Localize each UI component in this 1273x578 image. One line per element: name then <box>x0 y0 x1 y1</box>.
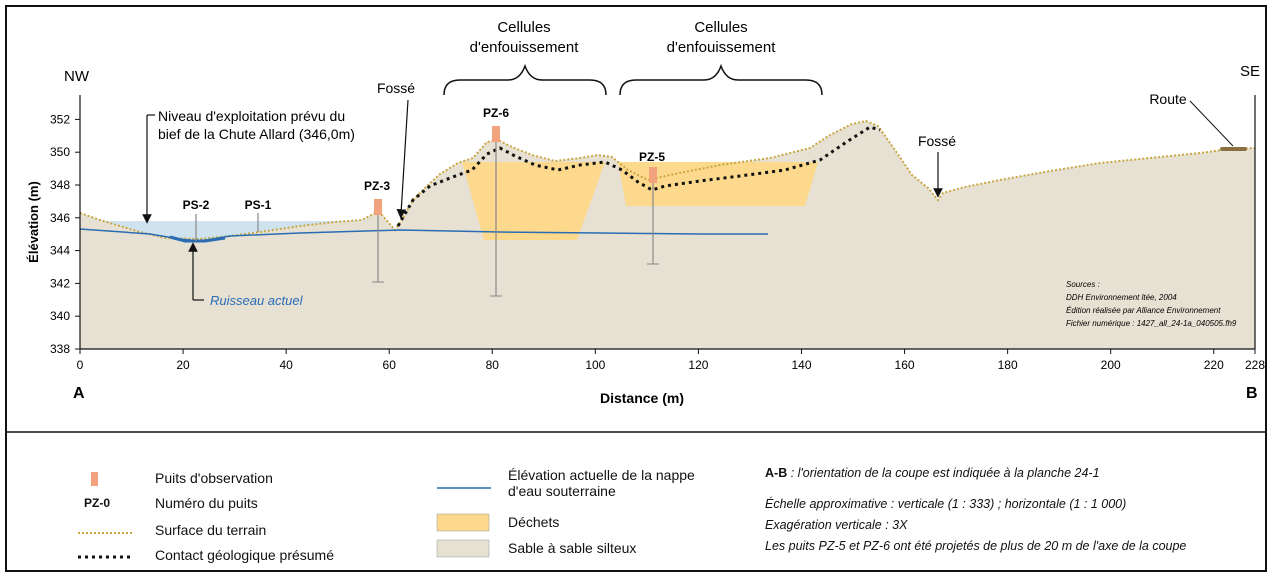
niveau-line1: Niveau d'exploitation prévu du <box>158 108 345 124</box>
legend-surface-label: Surface du terrain <box>155 522 267 538</box>
x-axis-title: Distance (m) <box>600 390 684 406</box>
fosse-label-1: Fossé <box>377 80 415 96</box>
x-tick-label: 120 <box>688 358 708 372</box>
well-casing-pz5 <box>649 167 657 183</box>
legend-puits-label: Puits d'observation <box>155 470 273 486</box>
well-label-pz3: PZ-3 <box>364 179 390 193</box>
well-casing-pz6 <box>492 126 500 142</box>
well-label-ps2: PS-2 <box>183 198 210 212</box>
sources-line1: Sources : <box>1066 280 1100 289</box>
well-label-pz5: PZ-5 <box>639 150 665 164</box>
note-ab-text: : l'orientation de la coupe est indiquée… <box>787 466 1100 480</box>
y-tick-label: 344 <box>50 244 70 258</box>
x-tick-label: 60 <box>383 358 397 372</box>
y-tick-label: 340 <box>50 309 70 323</box>
note-orientation: A-B : l'orientation de la coupe est indi… <box>765 466 1100 480</box>
note-exageration: Exagération verticale : 3X <box>765 518 908 532</box>
sources-line4: Fichier numérique : 1427_all_24-1a_04050… <box>1066 319 1237 328</box>
stream-line <box>169 235 226 243</box>
x-tick-label: 40 <box>279 358 293 372</box>
ruisseau-label: Ruisseau actuel <box>210 293 304 308</box>
x-tick-label: 228 <box>1245 358 1265 372</box>
brace-cell-1 <box>443 63 607 96</box>
direction-se: SE <box>1240 63 1260 80</box>
y-tick-label: 348 <box>50 178 70 192</box>
brace-cell-2 <box>619 63 823 96</box>
niveau-line2: bief de la Chute Allard (346,0m) <box>158 126 355 142</box>
x-tick-label: 80 <box>486 358 500 372</box>
legend-waste-swatch <box>436 513 490 532</box>
x-tick-label: 220 <box>1204 358 1224 372</box>
sources-line3: Édition réalisée par Alliance Environnem… <box>1066 306 1221 315</box>
legend-contact-label: Contact géologique présumé <box>155 547 335 563</box>
y-tick-label: 350 <box>50 145 70 159</box>
x-tick-label: 140 <box>791 358 811 372</box>
well-label-pz6: PZ-6 <box>483 106 509 120</box>
y-axis-title: Élévation (m) <box>26 181 41 263</box>
y-ticks: 338 340 342 344 346 348 350 352 <box>50 112 80 356</box>
y-tick-label: 338 <box>50 342 70 356</box>
note-puits: Les puits PZ-5 et PZ-6 ont été projetés … <box>765 539 1187 553</box>
well-label-ps1: PS-1 <box>245 198 272 212</box>
legend-dechets-label: Déchets <box>508 514 560 530</box>
x-tick-label: 180 <box>998 358 1018 372</box>
note-echelle: Échelle approximative : verticale (1 : 3… <box>765 497 1127 511</box>
cellules-2-line2: d'enfouissement <box>667 39 777 56</box>
sand-body <box>80 121 1255 349</box>
cellules-2-line1: Cellules <box>694 19 747 36</box>
route-label: Route <box>1149 91 1187 107</box>
x-tick-label: 100 <box>585 358 605 372</box>
legend-sand-swatch <box>436 539 490 558</box>
end-label-a: A <box>73 385 85 402</box>
fosse-label-2: Fossé <box>918 133 956 149</box>
sources-line2: DDH Environnement ltée, 2004 <box>1066 293 1177 302</box>
legend-numero-label: Numéro du puits <box>155 495 258 511</box>
legend-nappe-line1: Élévation actuelle de la nappe <box>508 467 695 483</box>
y-tick-label: 352 <box>50 112 70 126</box>
note-ab-bold: A-B <box>765 466 788 480</box>
y-tick-label: 346 <box>50 211 70 225</box>
fosse-arrow-1 <box>396 99 409 219</box>
cellules-1-line1: Cellules <box>497 19 550 36</box>
legend-nappe-line2: d'eau souterraine <box>508 483 616 499</box>
figure-frame <box>5 5 1267 572</box>
legend-sable-label: Sable à sable silteux <box>508 540 637 556</box>
x-ticks: 0 20 40 60 80 100 120 140 160 180 200 220 228 <box>77 349 1265 372</box>
direction-nw: NW <box>64 68 90 85</box>
y-tick-label: 342 <box>50 276 70 290</box>
legend-pz0-symbol: PZ-0 <box>84 496 111 510</box>
x-tick-label: 200 <box>1101 358 1121 372</box>
x-tick-label: 20 <box>176 358 190 372</box>
legend-well-swatch <box>91 472 98 486</box>
waste-cell-left <box>462 162 605 240</box>
x-tick-label: 160 <box>895 358 915 372</box>
end-label-b: B <box>1246 385 1258 402</box>
x-tick-label: 0 <box>77 358 84 372</box>
cellules-1-line2: d'enfouissement <box>470 39 580 56</box>
well-casing-pz3 <box>374 199 382 215</box>
